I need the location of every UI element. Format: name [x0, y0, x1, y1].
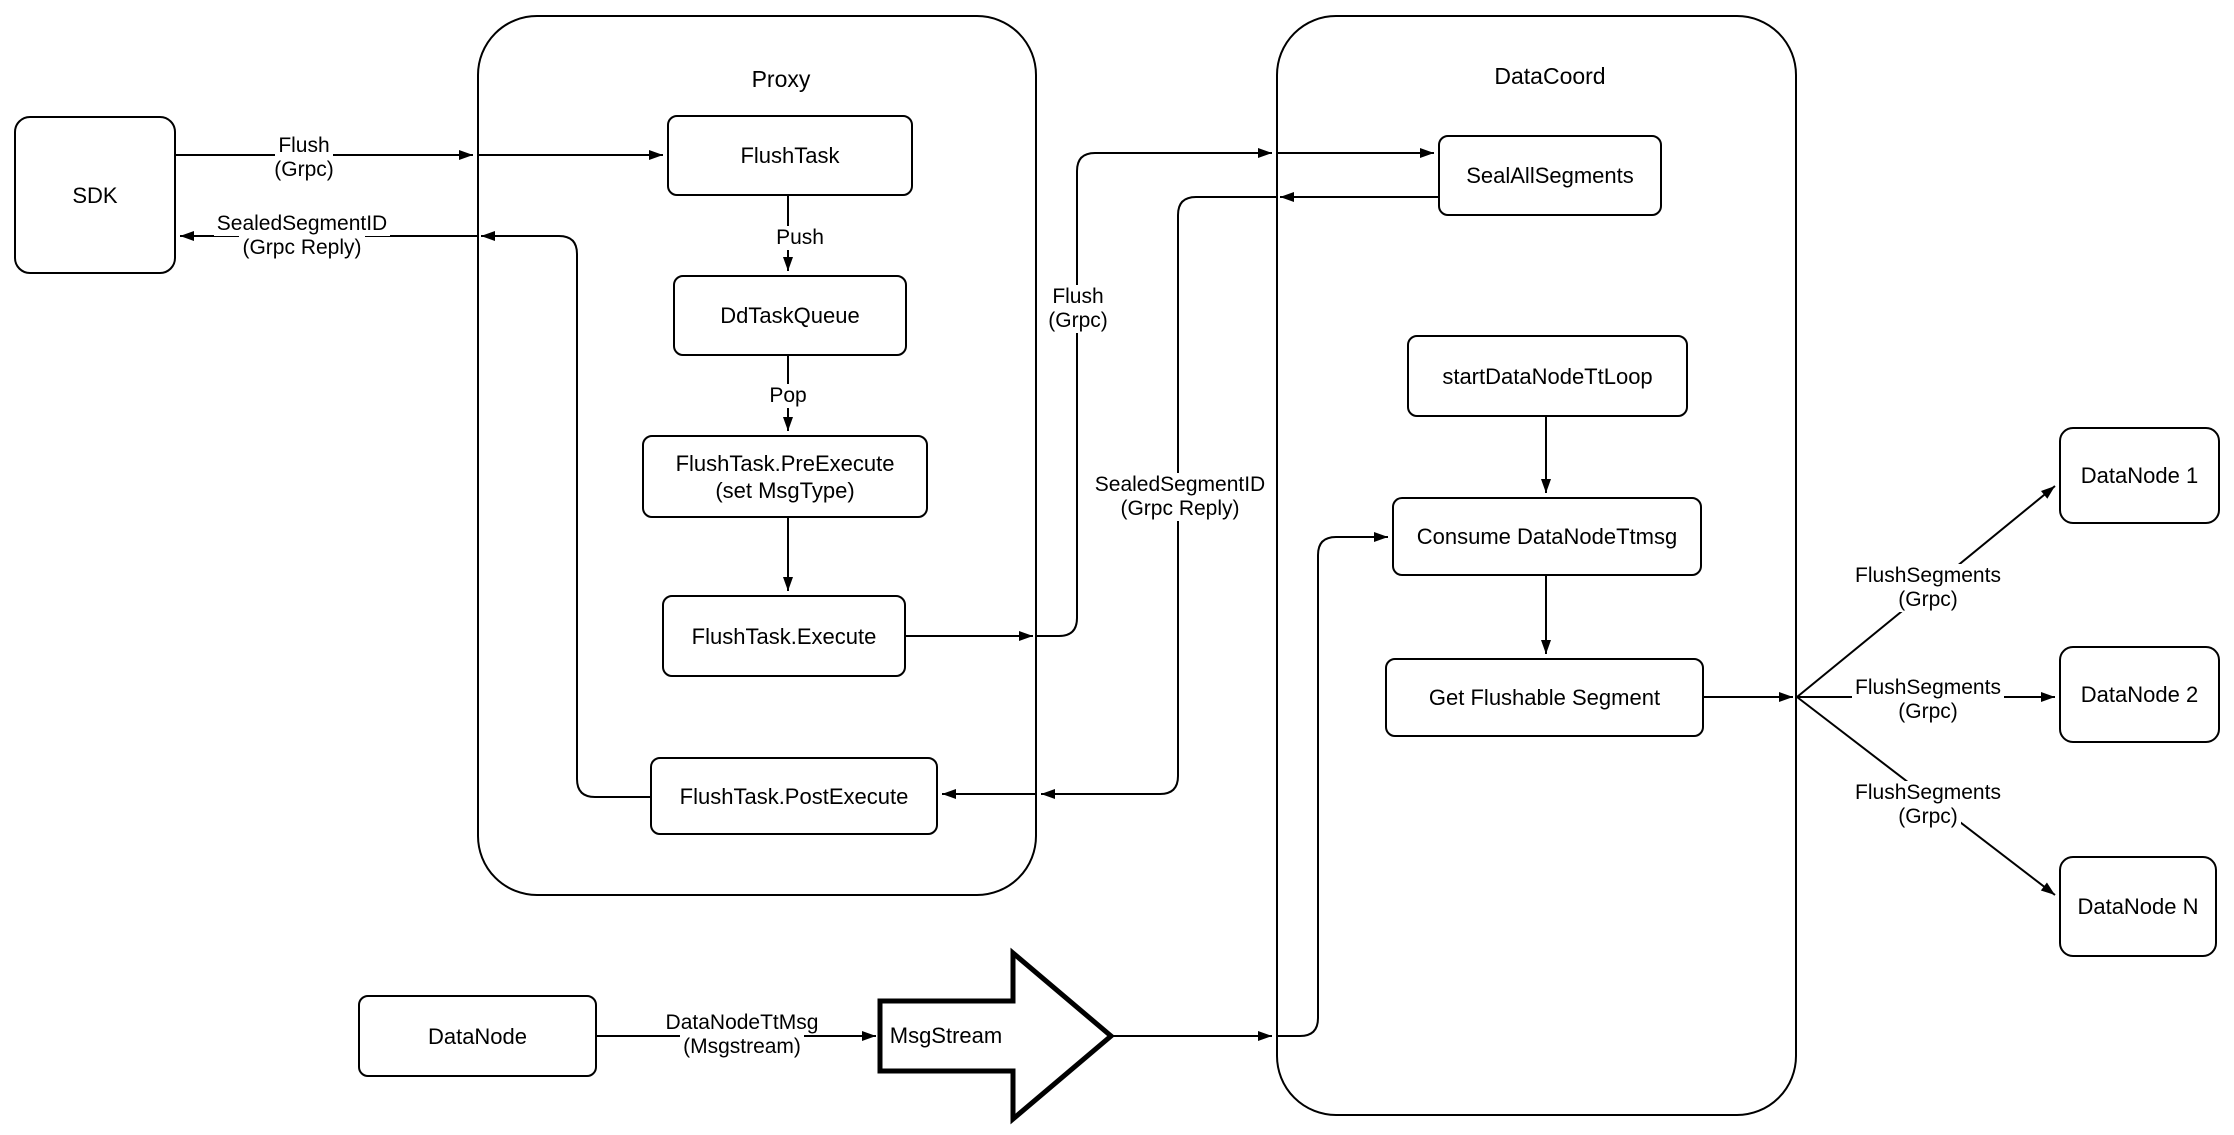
node-flushtask: FlushTask — [667, 115, 913, 196]
edge-proxy-edge-to-datacoord-edge — [1037, 148, 1272, 637]
node-startdatanodettloop-label: startDataNodeTtLoop — [1442, 363, 1653, 389]
edge-postexecute-to-proxy-edge — [481, 231, 650, 798]
node-startdatanodettloop: startDataNodeTtLoop — [1407, 335, 1688, 417]
proxy-container — [477, 15, 1037, 896]
node-consumedatanodettmsg: Consume DataNodeTtmsg — [1392, 497, 1702, 576]
node-preexecute-label-line2: (set MsgType) — [715, 477, 855, 503]
node-execute-label: FlushTask.Execute — [691, 623, 877, 649]
node-postexecute-label: FlushTask.PostExecute — [679, 783, 909, 809]
node-preexecute-label-line1: FlushTask.PreExecute — [675, 450, 895, 476]
edge-label-push: Push — [765, 226, 835, 250]
node-execute: FlushTask.Execute — [662, 595, 906, 677]
node-sdk: SDK — [14, 116, 176, 274]
node-ddtaskqueue-label: DdTaskQueue — [720, 303, 860, 328]
edge-label-flushsegments-2: FlushSegments (Grpc) — [1838, 676, 2018, 724]
edge-label-sealedsegmentid-sdk: SealedSegmentID (Grpc Reply) — [202, 212, 402, 260]
node-sealallsegments: SealAllSegments — [1438, 135, 1662, 216]
node-getflushablesegment: Get Flushable Segment — [1385, 658, 1704, 737]
edge-label-flush-grpc-sdk: Flush (Grpc) — [244, 134, 364, 182]
edge-label-flushsegments-1: FlushSegments (Grpc) — [1838, 564, 2018, 612]
node-datanode-n-label: DataNode N — [2077, 894, 2199, 919]
edge-label-sealedsegmentid-mid: SealedSegmentID (Grpc Reply) — [1080, 473, 1280, 521]
node-datanode-2: DataNode 2 — [2059, 646, 2220, 743]
node-datanode-2-label: DataNode 2 — [2080, 682, 2199, 707]
node-preexecute: FlushTask.PreExecute (set MsgType) — [642, 435, 928, 518]
node-sdk-label: SDK — [72, 182, 118, 208]
node-ddtaskqueue: DdTaskQueue — [673, 275, 907, 356]
proxy-container-title: Proxy — [751, 66, 811, 92]
edge-label-datanodettmsg: DataNodeTtMsg (Msgstream) — [652, 1011, 832, 1059]
msgstream-arrow-shape — [877, 947, 1115, 1125]
node-consumedatanodettmsg-label: Consume DataNodeTtmsg — [1416, 524, 1678, 549]
msgstream-shape-label: MsgStream — [889, 1023, 1003, 1048]
edge-datacoord-edge-to-consume — [1276, 532, 1388, 1037]
edge-label-pop: Pop — [753, 384, 823, 408]
edge-label-flushsegments-3: FlushSegments (Grpc) — [1838, 781, 2018, 829]
node-datanode-n: DataNode N — [2059, 856, 2217, 957]
node-postexecute: FlushTask.PostExecute — [650, 757, 938, 835]
datacoord-container — [1276, 15, 1797, 1116]
edge-label-flush-grpc-mid: Flush (Grpc) — [1018, 285, 1138, 333]
node-datanode-label: DataNode — [427, 1023, 528, 1049]
node-getflushablesegment-label: Get Flushable Segment — [1428, 685, 1661, 710]
node-sealallsegments-label: SealAllSegments — [1466, 163, 1634, 188]
datacoord-container-title: DataCoord — [1494, 63, 1606, 89]
node-flushtask-label: FlushTask — [740, 143, 840, 168]
node-datanode-1-label: DataNode 1 — [2080, 463, 2199, 488]
node-datanode-1: DataNode 1 — [2059, 427, 2220, 524]
node-datanode: DataNode — [358, 995, 597, 1077]
